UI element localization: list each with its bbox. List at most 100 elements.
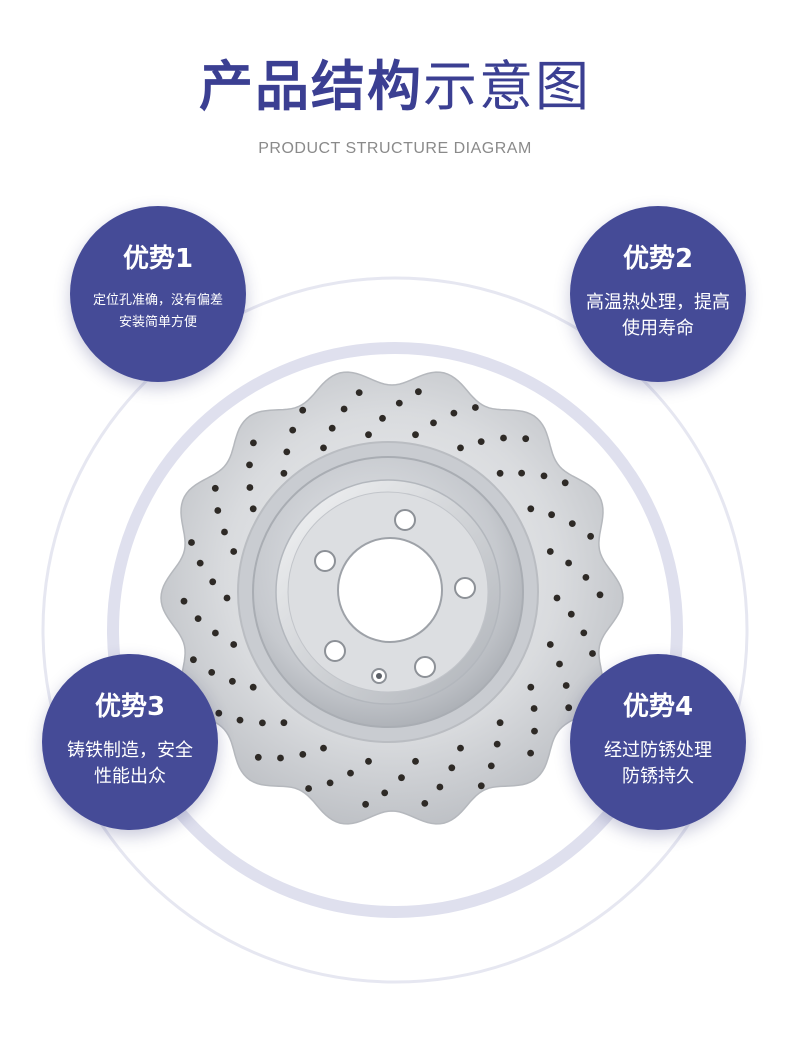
drill-hole xyxy=(487,762,495,770)
drill-hole xyxy=(259,719,266,727)
drill-hole xyxy=(565,704,573,712)
drill-hole xyxy=(527,749,534,757)
drill-hole xyxy=(582,574,590,581)
drill-hole xyxy=(221,528,228,536)
drill-hole xyxy=(196,559,204,567)
drill-hole xyxy=(229,677,236,685)
advantage-title: 优势2 xyxy=(622,244,694,274)
drill-hole xyxy=(546,548,554,555)
drill-hole xyxy=(596,591,604,599)
advantage-description: 定位孔准确，没有偏差 安装简单方便 xyxy=(78,290,238,334)
drill-hole xyxy=(561,479,569,487)
drill-hole xyxy=(230,548,238,555)
page-subtitle: PRODUCT STRUCTURE DIAGRAM xyxy=(258,140,532,157)
drill-hole xyxy=(553,594,561,602)
drill-hole xyxy=(412,431,419,439)
drill-hole xyxy=(320,744,327,752)
drill-hole xyxy=(562,682,570,689)
drill-hole xyxy=(450,409,458,417)
drill-hole xyxy=(328,424,336,432)
drill-hole xyxy=(289,426,297,434)
drill-hole xyxy=(565,559,572,567)
drill-hole xyxy=(540,472,548,480)
drill-hole xyxy=(326,779,334,787)
advantage-description: 铸铁制造，安全 性能出众 xyxy=(50,738,210,790)
drill-hole xyxy=(254,753,262,761)
drill-hole xyxy=(365,757,372,765)
drill-hole xyxy=(277,754,284,762)
drill-hole xyxy=(493,740,501,748)
drill-hole xyxy=(527,505,535,513)
advantage-line: 经过防锈处理 xyxy=(604,740,712,761)
drill-hole xyxy=(212,629,219,637)
drill-hole xyxy=(395,399,403,407)
drill-hole xyxy=(283,448,291,456)
drill-hole xyxy=(412,757,419,765)
drill-hole xyxy=(556,660,563,668)
drill-hole xyxy=(477,782,485,790)
drill-hole xyxy=(362,800,369,808)
advantage-line: 性能出众 xyxy=(94,766,166,787)
drill-hole xyxy=(190,656,197,664)
advantage-description: 经过防锈处理 防锈持久 xyxy=(578,738,738,790)
drill-hole xyxy=(214,507,222,514)
drill-hole xyxy=(580,629,588,637)
drill-hole xyxy=(250,439,257,447)
drill-hole xyxy=(249,505,257,513)
inner-ring xyxy=(107,342,683,918)
drill-hole xyxy=(496,469,504,477)
drill-hole xyxy=(567,610,575,618)
drill-hole xyxy=(421,800,429,807)
drill-hole xyxy=(436,783,444,791)
advantage-title: 优势3 xyxy=(94,692,166,722)
drill-hole xyxy=(230,641,238,648)
drill-hole xyxy=(194,615,202,622)
drill-hole xyxy=(546,641,554,648)
drill-hole xyxy=(522,435,530,443)
drill-hole xyxy=(589,650,596,657)
drill-hole xyxy=(355,389,363,396)
drill-hole xyxy=(587,532,594,540)
drill-hole xyxy=(299,406,307,414)
drill-hole xyxy=(365,431,372,439)
advantage-line: 安装简单方便 xyxy=(118,315,197,330)
drill-hole xyxy=(223,594,231,602)
advantage-badge-2: 优势2 高温热处理，提高 使用寿命 xyxy=(570,206,746,382)
drill-hole xyxy=(531,727,538,735)
outer-ring xyxy=(41,276,749,984)
drill-hole xyxy=(246,484,254,491)
drill-hole xyxy=(477,438,485,445)
drill-hole xyxy=(236,716,244,724)
drill-hole xyxy=(211,484,219,492)
advantage-line: 防锈持久 xyxy=(622,766,694,787)
advantage-line: 高温热处理，提高 xyxy=(586,292,730,313)
drill-hole xyxy=(180,597,188,605)
advantage-badge-4: 优势4 经过防锈处理 防锈持久 xyxy=(570,654,746,830)
drill-hole xyxy=(472,404,479,411)
drill-hole xyxy=(496,719,504,727)
drill-hole xyxy=(280,719,288,727)
drill-hole xyxy=(320,444,327,452)
brake-disc-icon xyxy=(160,371,624,825)
drill-hole xyxy=(209,578,217,586)
drill-hole xyxy=(530,705,538,712)
drill-hole xyxy=(340,405,348,413)
title-strong: 产品结构 xyxy=(199,55,423,118)
advantage-title: 优势1 xyxy=(122,244,194,274)
drill-hole xyxy=(398,774,405,782)
advantage-line: 使用寿命 xyxy=(622,318,694,339)
drill-hole xyxy=(500,434,507,442)
drill-hole xyxy=(527,683,535,691)
advantage-line: 定位孔准确，没有偏差 xyxy=(92,293,223,308)
drill-hole xyxy=(299,751,307,758)
drill-hole xyxy=(518,469,525,477)
drill-hole xyxy=(457,444,464,452)
drill-hole xyxy=(347,769,354,777)
title-light: 示意图 xyxy=(423,55,591,118)
drill-hole xyxy=(249,683,257,691)
advantage-description: 高温热处理，提高 使用寿命 xyxy=(578,290,738,342)
drill-hole xyxy=(208,669,216,676)
advantage-badge-1: 优势1 定位孔准确，没有偏差 安装简单方便 xyxy=(70,206,246,382)
drill-hole xyxy=(568,520,576,527)
drill-hole xyxy=(548,511,555,519)
